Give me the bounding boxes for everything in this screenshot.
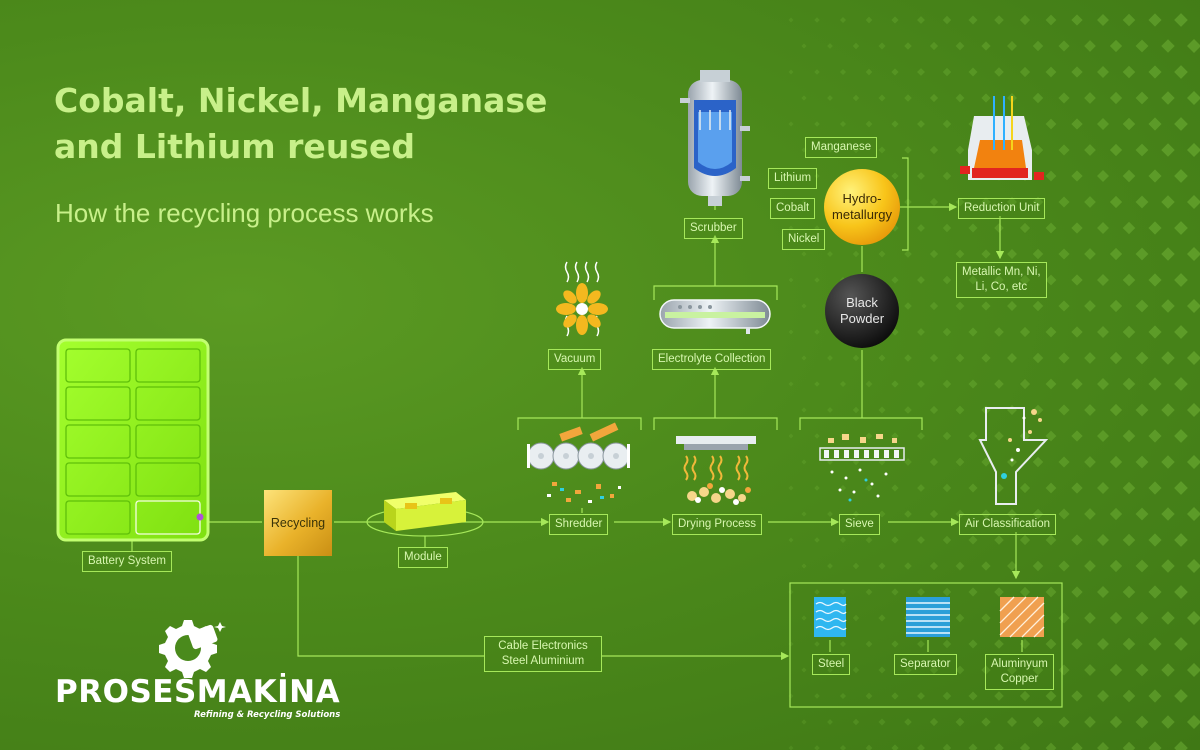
metallic-line-2: Li, Co, etc bbox=[975, 281, 1028, 293]
cable-line-1: Cable Electronics bbox=[498, 640, 588, 652]
title-line-1: Cobalt, Nickel, Manganase bbox=[54, 81, 548, 120]
aluminyum-copper-label: Aluminyum Copper bbox=[985, 654, 1054, 690]
shredder-illustration bbox=[527, 422, 630, 503]
main-flow bbox=[131, 157, 1063, 708]
hydrometallurgy-label: Hydro- metallurgy bbox=[824, 169, 900, 245]
sieve-label: Sieve bbox=[839, 514, 880, 535]
electrolyte-tank-illustration bbox=[659, 299, 771, 334]
page-subtitle: How the recycling process works bbox=[55, 198, 434, 228]
shredder-label: Shredder bbox=[549, 514, 609, 535]
module-illustration bbox=[384, 492, 466, 531]
aluminyum-tile-illustration bbox=[999, 596, 1045, 638]
sieve-illustration bbox=[819, 434, 905, 502]
black-powder-line-1: Black bbox=[846, 295, 878, 310]
drying-illustration bbox=[676, 436, 756, 505]
module-label: Module bbox=[398, 547, 448, 568]
recycling-node: Recycling bbox=[264, 490, 332, 556]
aluminyum-line-1: Aluminyum bbox=[991, 658, 1048, 670]
logo-tagline: Refining & Recycling Solutions bbox=[194, 710, 341, 720]
steel-tile-illustration bbox=[814, 597, 847, 637]
black-powder-line-2: Powder bbox=[839, 311, 885, 326]
logo-wordmark: PROSESMAKİNA bbox=[55, 674, 341, 710]
scrubber-label: Scrubber bbox=[684, 218, 743, 239]
hydrometallurgy-circle bbox=[824, 169, 900, 245]
reduction-furnace-illustration bbox=[960, 96, 1044, 180]
reduction-unit-label: Reduction Unit bbox=[958, 198, 1046, 219]
vacuum-fan-illustration bbox=[556, 261, 608, 337]
title-line-2: and Lithium reused bbox=[54, 127, 415, 166]
metallic-output-label: Metallic Mn, Ni, Li, Co, etc bbox=[956, 262, 1047, 298]
hydro-line-2: metallurgy bbox=[832, 207, 892, 222]
steel-label: Steel bbox=[812, 654, 851, 675]
cobalt-label: Cobalt bbox=[770, 198, 816, 219]
hydro-line-1: Hydro- bbox=[842, 191, 882, 206]
separator-label: Separator bbox=[894, 654, 957, 675]
aluminyum-line-2: Copper bbox=[1000, 673, 1039, 685]
nickel-label: Nickel bbox=[782, 229, 826, 250]
air-classifier-illustration bbox=[978, 407, 1049, 505]
page-title: Cobalt, Nickel, Manganase and Lithium re… bbox=[54, 78, 547, 170]
metallic-line-1: Metallic Mn, Ni, bbox=[962, 266, 1041, 278]
lithium-label: Lithium bbox=[768, 168, 818, 189]
gear-logo-icon bbox=[159, 620, 226, 678]
scrubber-illustration bbox=[680, 70, 750, 206]
air-classification-label: Air Classification bbox=[959, 514, 1056, 535]
electrolyte-collection-label: Electrolyte Collection bbox=[652, 349, 772, 370]
separator-tile-illustration bbox=[906, 597, 950, 637]
black-powder-circle bbox=[825, 274, 899, 348]
black-powder-label: Black Powder bbox=[825, 274, 899, 348]
manganese-label: Manganese bbox=[805, 137, 878, 158]
vacuum-label: Vacuum bbox=[548, 349, 602, 370]
battery-system-label: Battery System bbox=[82, 551, 172, 572]
cable-electronics-label: Cable Electronics Steel Aluminium bbox=[484, 636, 602, 672]
battery-pack-illustration bbox=[56, 338, 210, 542]
drying-process-label: Drying Process bbox=[672, 514, 762, 535]
cable-line-2: Steel Aluminium bbox=[501, 655, 585, 667]
